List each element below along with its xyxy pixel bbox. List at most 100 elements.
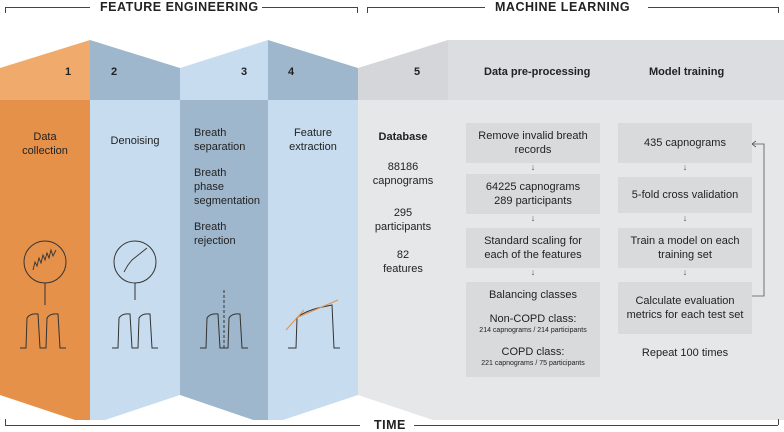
panel-1-label-line-1: Data [33,131,57,143]
panel-4-number: 4 [287,66,295,78]
panel-3-item-2-line-2: phase [194,181,224,193]
training-title: Model training [649,66,725,78]
preprocess-box-remove-invalid-line-2: records [514,144,552,156]
noncopd-detail: 214 capnograms / 214 participants [479,327,587,334]
database-participants-unit: participants [374,221,432,233]
panel-2-label-line-1: Denoising [110,135,160,147]
panel-4-top [268,40,358,100]
panel-5-body [358,100,448,395]
database-capnograms-value: 88186 [387,161,419,173]
panel-4-body [268,100,358,395]
fe-header-line-right [262,7,358,8]
panel-3-item-3: Breath rejection [194,220,236,248]
panel-1-capnogram [20,240,67,349]
preprocess-box-remove-invalid: Remove invalid breath records [466,123,600,163]
panel-1-label: Data collection [0,130,90,158]
panel-2-body [90,100,180,395]
ml-header-line-left [367,7,485,8]
panel-3-item-2: Breath phase segmentation [194,166,260,208]
panel-3-item-2-line-3: segmentation [194,195,261,207]
panel-5-top [358,40,448,100]
training-box-evaluate-line-2: metrics for each test set [626,309,744,321]
panel-2-top [90,40,180,100]
fe-header-tick-right [357,7,358,13]
panel-4-bottom [268,395,358,420]
panel-3-capnogram [200,290,248,350]
training-arrow-1: ↓ [682,162,688,172]
panel-5-number: 5 [413,66,421,78]
preprocess-arrow-2: ↓ [530,213,536,223]
database-participants-value: 295 [393,207,413,219]
preprocess-arrow-3: ↓ [530,267,536,277]
preprocess-box-remove-invalid-line-1: Remove invalid breath [478,130,588,142]
database-participants: 295 participants [358,206,448,234]
feature-engineering-header: FEATURE ENGINEERING [100,0,259,14]
panel-4-label-line-1: Feature [294,127,332,139]
panel-1-body [0,100,90,395]
preprocess-box-scaling: Standard scaling for each of the feature… [466,228,600,268]
time-axis-tick-right [778,419,779,425]
training-box-cross-validation: 5-fold cross validation [618,177,752,213]
training-box-train-model-line-2: training set [658,249,712,261]
ml-header-tick-right [778,7,779,13]
panel-2-capnogram [112,240,158,349]
panel-3-bottom [180,395,268,420]
panel-2-label: Denoising [90,134,180,148]
time-axis-tick-left [5,419,6,425]
panel-3-item-3-line-1: Breath [194,221,227,233]
panel-4-capnogram [285,299,340,349]
time-axis-line-left [5,425,360,426]
panel-3-item-1: Breath separation [194,126,245,154]
time-axis-label: TIME [374,418,406,432]
panel-2-bottom [90,395,180,420]
preprocess-box-counts: 64225 capnograms 289 participants [466,174,600,214]
panel-1-top [0,40,90,100]
preprocessing-title: Data pre-processing [484,66,591,78]
training-box-evaluate-line-1: Calculate evaluation [635,295,735,307]
database-capnograms: 88186 capnograms [358,160,448,188]
panel-5-bottom [358,395,448,420]
copd-detail: 221 capnograms / 75 participants [481,360,585,367]
preprocess-arrow-1: ↓ [530,162,536,172]
ml-header-line-right [648,7,779,8]
database-features-unit: features [383,263,423,275]
ml-header-tick-left [367,7,368,13]
database-title: Database [378,131,428,143]
training-arrow-3: ↓ [682,267,688,277]
panel-3-item-1-line-2: separation [194,141,246,153]
panel-4-label: Feature extraction [268,126,358,154]
time-axis-line-right [414,425,778,426]
panel-3-number: 3 [240,66,248,78]
training-box-train-model: Train a model on each training set [618,228,752,268]
preprocess-box-balancing: Balancing classes Non-COPD class: 214 ca… [466,282,600,377]
balancing-title: Balancing classes [488,289,578,301]
repeat-label: Repeat 100 times [641,347,729,359]
copd-label: COPD class: [501,346,565,358]
database-features: 82 features [358,248,448,276]
panel-4-label-line-2: extraction [289,141,337,153]
training-box-capnograms-line-1: 435 capnograms [644,137,726,149]
panel-2-number: 2 [110,66,118,78]
fe-header-line-left [5,7,90,8]
panel-3-item-1-line-1: Breath [194,127,227,139]
database-capnograms-unit: capnograms [372,175,434,187]
training-box-evaluate: Calculate evaluation metrics for each te… [618,282,752,334]
panel-3-top [180,40,268,100]
fe-header-tick-left [5,7,6,13]
panel-1-bottom [0,395,90,420]
training-box-train-model-line-1: Train a model on each [630,235,740,247]
preprocess-box-scaling-line-2: each of the features [484,249,582,261]
database-features-value: 82 [396,249,410,261]
training-arrow-2: ↓ [682,213,688,223]
preprocess-box-counts-line-2: 289 participants [494,195,572,207]
panel-3-item-2-line-1: Breath [194,167,227,179]
training-box-cross-validation-line-1: 5-fold cross validation [631,189,739,201]
preprocess-box-scaling-line-1: Standard scaling for [484,235,582,247]
preprocess-box-counts-line-1: 64225 capnograms [485,181,581,193]
panel-1-number: 1 [64,66,72,78]
panel-3-item-3-line-2: rejection [194,235,236,247]
machine-learning-header: MACHINE LEARNING [495,0,631,14]
noncopd-label: Non-COPD class: [489,313,577,325]
ml-panel-top [448,40,784,100]
training-box-capnograms: 435 capnograms [618,123,752,163]
